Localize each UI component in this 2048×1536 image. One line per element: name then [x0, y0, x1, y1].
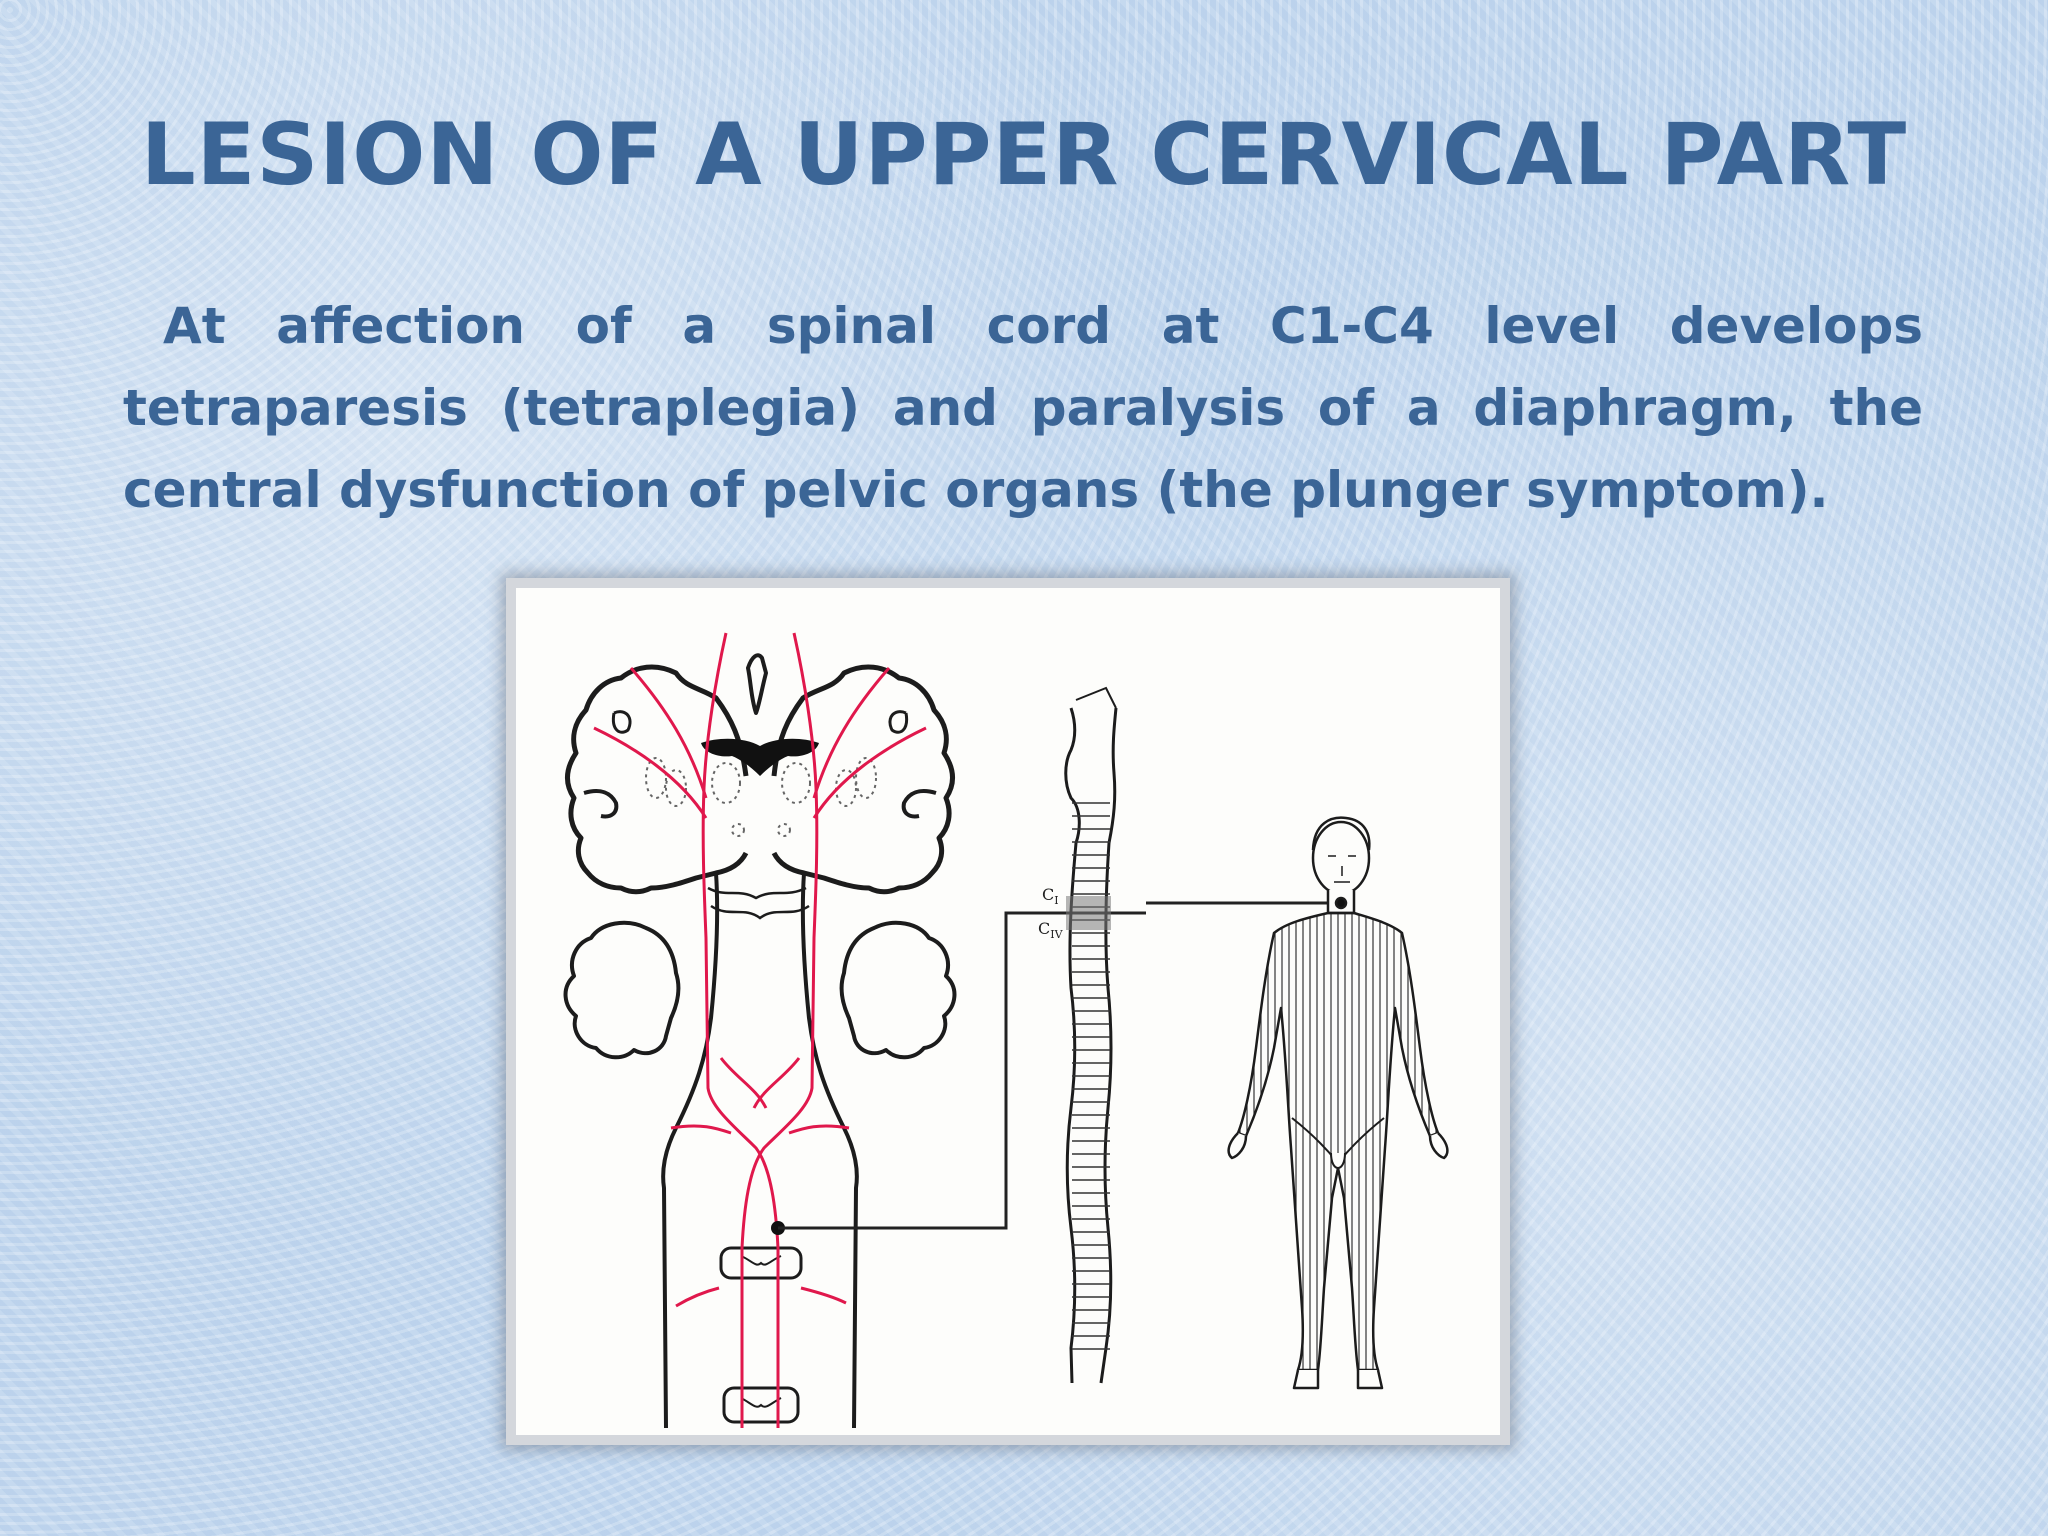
neck-marker [1334, 896, 1348, 910]
corpus-callosum [701, 738, 819, 776]
slide-body-text: At affection of a spinal cord at C1-C4 l… [123, 297, 1923, 519]
column-outline-left [1064, 707, 1081, 1384]
spinal-cord-sections [719, 1246, 803, 1424]
right-sylvian-fissure [901, 789, 937, 819]
cord-section-lower [722, 1386, 800, 1424]
left-hand [1227, 1132, 1248, 1160]
right-cerebellum [839, 920, 957, 1060]
figure-hair [1311, 816, 1371, 851]
column-outline-right [1099, 707, 1118, 1384]
brainstem [661, 872, 859, 1429]
slide-title: LESION OF A UPPER CERVICAL PART [140, 105, 1908, 205]
column-top [1075, 686, 1117, 709]
figure-head [1311, 820, 1371, 896]
figure-face [1328, 855, 1356, 883]
segment-stripes [1072, 802, 1110, 1350]
left-hemisphere [565, 664, 749, 895]
right-hand [1428, 1132, 1449, 1160]
left-inner-gyrus [611, 710, 632, 734]
c1-c4-lesion-band [1066, 896, 1111, 930]
longitudinal-fissure [746, 653, 768, 715]
figure-body [1236, 911, 1440, 1372]
cord-section-upper [719, 1246, 803, 1280]
left-cerebellum [563, 920, 681, 1060]
basal-ganglia [645, 757, 877, 837]
figure-svg: CI CIV [563, 632, 1449, 1429]
genitals [1330, 1152, 1346, 1169]
label-c4: CIV [1038, 919, 1064, 941]
left-sylvian-fissure [583, 789, 619, 819]
cerebellum [563, 920, 957, 1060]
figure-frame: CI CIV [506, 578, 1510, 1445]
left-foot [1292, 1369, 1320, 1390]
human-figure [1227, 816, 1449, 1390]
right-inner-gyrus [888, 710, 909, 734]
neuro-figure: CI CIV [516, 588, 1500, 1435]
corticospinal-tracts [593, 632, 927, 1428]
right-foot [1356, 1369, 1384, 1390]
brain-section [565, 653, 955, 895]
label-c1: CI [1042, 885, 1059, 907]
right-hemisphere [771, 664, 955, 895]
spinal-segment-column [1064, 686, 1118, 1384]
